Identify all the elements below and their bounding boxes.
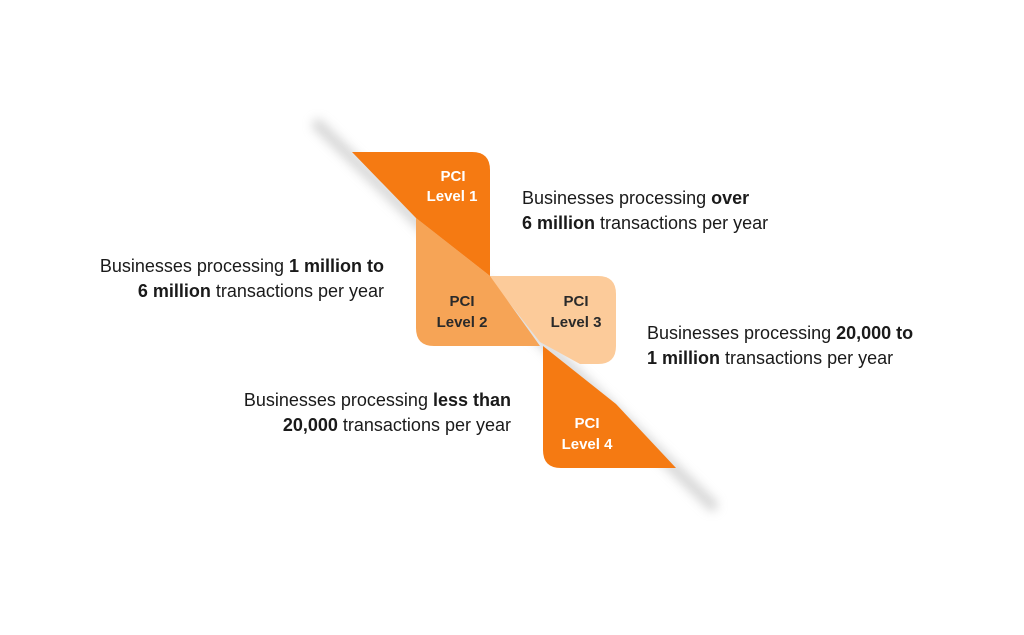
level-2-desc-suffix: transactions per year <box>210 281 384 301</box>
level-4-label-line2: Level 4 <box>562 436 614 453</box>
level-1-shape <box>352 152 490 276</box>
level-3-desc-bold1: 20,000 to <box>836 323 914 343</box>
level-3-label-line1: PCI <box>563 293 588 310</box>
level-1-desc-bold1: over <box>711 188 750 208</box>
level-4-description-line1: Businesses processing less than <box>244 388 511 413</box>
level-3-label-line2: Level 3 <box>551 314 602 331</box>
level-4-shape <box>543 346 676 468</box>
level-3-description-line1: Businesses processing 20,000 to <box>647 321 913 346</box>
level-3-shape <box>488 276 616 364</box>
level-2-desc-prefix: Businesses processing <box>99 256 289 276</box>
level-2-description-line2: 6 million transactions per year <box>100 279 384 304</box>
level-1-label-line2: Level 1 <box>427 188 478 205</box>
level-4-desc-suffix: transactions per year <box>337 415 511 435</box>
level-2-label-line1: PCI <box>449 293 474 310</box>
level-2-shape <box>416 218 540 346</box>
level-2-label-line2: Level 2 <box>437 314 488 331</box>
level-2-description: Businesses processing 1 million to 6 mil… <box>100 254 384 304</box>
level-3-description-line2: 1 million transactions per year <box>647 346 913 371</box>
level-2-block <box>416 218 540 346</box>
level-1-description-line2: 6 million transactions per year <box>522 211 768 236</box>
level-2-description-line1: Businesses processing 1 million to <box>100 254 384 279</box>
level-1-description-line1: Businesses processing over <box>522 186 768 211</box>
level-1-desc-prefix: Businesses processing <box>522 188 712 208</box>
level-1-block <box>352 152 490 276</box>
level-3-desc-suffix: transactions per year <box>720 348 894 368</box>
level-2-desc-bold1: 1 million to <box>288 256 384 276</box>
level-1-desc-bold2: 6 million <box>522 213 596 233</box>
level-3-desc-bold2: 1 million <box>647 348 721 368</box>
level-4-description-line2: 20,000 transactions per year <box>244 413 511 438</box>
level-1-description: Businesses processing over 6 million tra… <box>522 186 768 236</box>
level-4-description: Businesses processing less than 20,000 t… <box>244 388 511 438</box>
level-4-desc-bold2: 20,000 <box>282 415 338 435</box>
level-4-desc-bold1: less than <box>432 390 511 410</box>
level-3-description: Businesses processing 20,000 to 1 millio… <box>647 321 913 371</box>
level-1-label-line1: PCI <box>440 168 465 185</box>
level-4-label-line1: PCI <box>574 415 599 432</box>
level-3-desc-prefix: Businesses processing <box>647 323 837 343</box>
level-4-desc-prefix: Businesses processing <box>243 390 433 410</box>
level-4-block <box>543 346 676 468</box>
level-3-block <box>488 276 616 364</box>
level-1-desc-suffix: transactions per year <box>595 213 769 233</box>
level-2-desc-bold2: 6 million <box>137 281 211 301</box>
